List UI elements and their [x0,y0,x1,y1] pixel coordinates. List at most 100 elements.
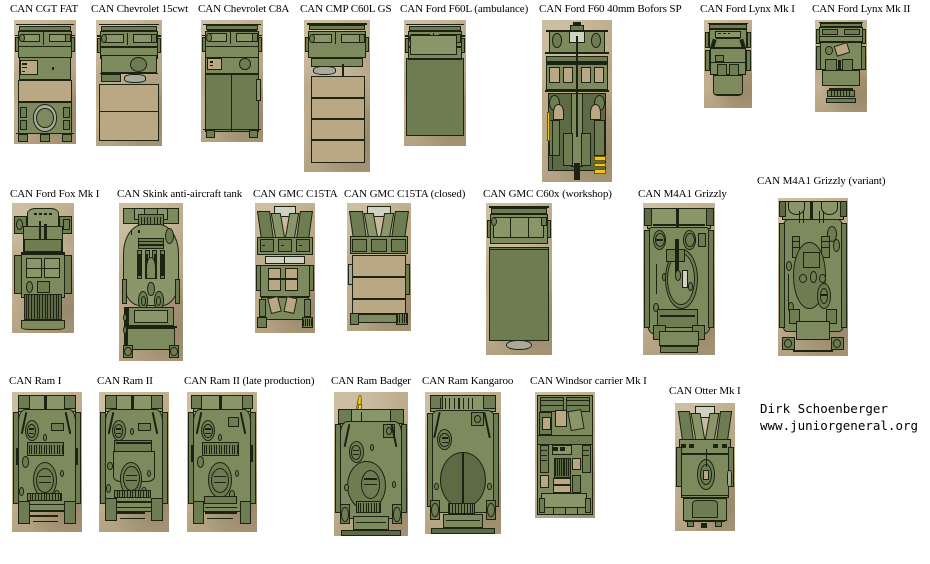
sprite-part [723,33,726,35]
vehicle-counter[interactable] [815,20,867,112]
sprite-part [41,445,43,454]
sprite-part [304,299,312,318]
sprite-part [130,229,133,235]
sprite-part [549,120,561,157]
vehicle-counter[interactable] [486,203,552,355]
sprite-part [443,514,483,529]
sprite-part [43,32,45,45]
sprite-part [568,458,569,477]
sprite-part [131,394,134,412]
sprite-part [190,445,194,462]
vehicle-counter[interactable] [255,203,315,333]
sprite-part [147,282,155,297]
sprite-part [121,278,127,305]
sprite-part [541,492,587,508]
sprite-part [572,475,581,493]
sprite-part [353,449,360,451]
sprite-part [457,504,460,513]
sprite-part [353,453,360,456]
sprite-part [539,475,550,488]
sprite-part [262,244,265,247]
vehicle-counter[interactable] [201,20,263,142]
sprite-part [400,423,407,513]
sprite-part [567,404,589,406]
sprite-part [441,441,448,443]
sprite-part [129,428,134,436]
sprite-part [283,256,285,265]
vehicle-counter[interactable] [119,203,183,361]
sprite-part [51,445,53,454]
sprite-part [203,445,205,454]
sprite-part [581,66,591,84]
vehicle-counter[interactable] [542,20,612,182]
sprite-part [25,281,34,293]
sprite-part [487,502,495,517]
sprite-part [135,491,137,497]
sprite-part [574,162,580,181]
vehicle-counter[interactable] [14,20,76,144]
sprite-part [553,447,558,452]
sprite-part [138,253,141,276]
sprite-part [553,485,571,493]
sprite-part [551,120,554,170]
sprite-part [655,239,664,241]
sprite-part [22,63,27,65]
sprite-part [20,252,66,254]
sprite-part [28,428,35,430]
sprite-part [305,318,306,327]
sprite-part [746,49,752,72]
vehicle-label: CAN M4A1 Grizzly [638,188,727,200]
sprite-part [816,45,822,70]
sprite-part [644,230,651,328]
vehicle-counter[interactable] [404,20,466,146]
sprite-part [821,201,839,216]
vehicle-counter[interactable] [643,203,715,355]
sprite-part [54,494,56,500]
vehicle-counter[interactable] [778,198,848,356]
sprite-part [227,417,239,427]
vehicle-label: CAN Ford Fox Mk I [10,188,100,200]
sprite-part [473,414,482,424]
sprite-part [216,445,218,454]
sprite-part [564,458,566,477]
sprite-part [125,480,137,482]
vehicle-counter[interactable] [675,403,735,531]
vehicle-counter[interactable] [334,392,408,536]
vehicle-counter[interactable] [187,392,257,532]
sprite-part [161,253,164,276]
sprite-part [351,445,362,460]
sprite-part [16,23,74,26]
sprite-part [208,445,210,454]
sprite-part [99,72,159,75]
sprite-part [162,411,168,504]
sprite-part [31,445,33,454]
vehicle-counter[interactable] [12,203,74,333]
sprite-part [572,21,582,27]
sprite-part [390,238,406,252]
sprite-part [210,467,229,493]
sprite-part [19,106,28,118]
sprite-part [44,295,46,319]
vehicle-counter[interactable] [12,392,82,532]
sprite-part [787,201,805,216]
sprite-part [687,520,695,528]
sprite-part [368,502,370,512]
vehicle-counter[interactable] [425,392,501,534]
vehicle-counter[interactable] [304,20,370,172]
sprite-part [849,89,851,98]
sprite-part [211,445,213,454]
sprite-part [401,314,403,324]
sprite-part [399,314,401,324]
vehicle-counter[interactable] [96,20,162,146]
sprite-part [150,498,164,521]
sprite-part [268,268,282,292]
vehicle-counter[interactable] [347,203,411,331]
vehicle-counter[interactable] [535,392,595,518]
sprite-part [143,491,144,497]
sprite-part [826,98,856,103]
vehicle-counter[interactable] [704,20,752,108]
sprite-part [123,326,128,335]
sprite-part [714,520,722,528]
vehicle-counter[interactable] [99,392,169,532]
sprite-part [71,37,75,53]
